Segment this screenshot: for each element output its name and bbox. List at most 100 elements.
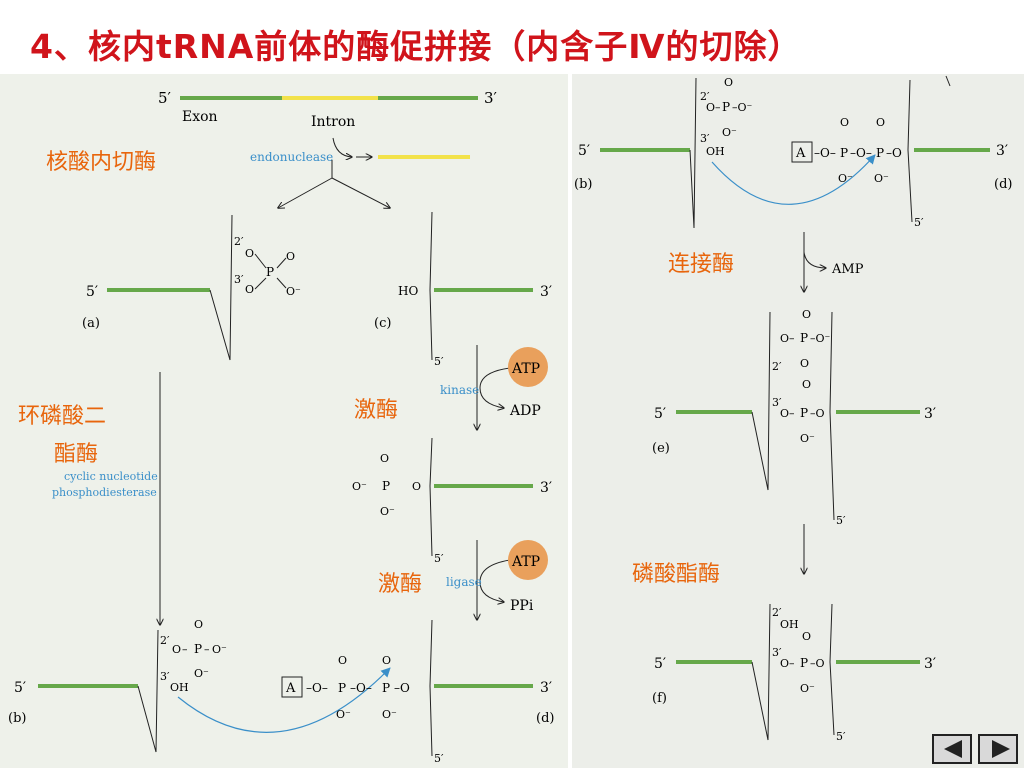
svg-text:5′: 5′ (14, 680, 26, 696)
svg-text:2′: 2′ (772, 606, 782, 619)
panel-a: 5′ (a) 2′ O 3′ O P O O⁻ (82, 214, 301, 361)
split-arrow-right (331, 177, 390, 208)
svg-text:5′: 5′ (914, 216, 924, 229)
svg-text:OH: OH (780, 618, 799, 631)
svg-text:3′: 3′ (700, 132, 710, 145)
svg-text:O: O (800, 357, 809, 370)
svg-text:O: O (382, 654, 391, 667)
svg-text:3′: 3′ (772, 396, 782, 409)
svg-text:O⁻: O⁻ (352, 480, 367, 493)
svg-text:O: O (840, 116, 849, 129)
kinase-cn-label: 激酶 (354, 398, 399, 423)
svg-text:P: P (800, 406, 808, 420)
svg-text:–O–: –O– (350, 681, 372, 695)
five-prime-top: 5′ (158, 89, 172, 107)
svg-text:–O: –O (810, 657, 825, 670)
svg-text:O⁻: O⁻ (380, 505, 395, 518)
svg-text:HO: HO (398, 284, 418, 298)
svg-text:O⁻: O⁻ (286, 285, 301, 298)
svg-text:O: O (245, 283, 254, 296)
svg-text:O⁻: O⁻ (722, 126, 737, 139)
svg-text:O⁻: O⁻ (336, 708, 351, 721)
svg-text:P: P (800, 331, 808, 345)
svg-text:O⁻: O⁻ (194, 667, 209, 680)
svg-text:O–: O– (780, 407, 795, 420)
svg-text:O–: O– (780, 657, 795, 670)
panel-e: 5′ (e) O O– P –O⁻ 2′ O O 3′ O– P –O O⁻ 3… (652, 308, 936, 527)
kinase-curve (479, 367, 511, 408)
prev-slide-button[interactable] (932, 734, 972, 764)
endonuclease-label: endonuclease (250, 150, 333, 164)
svg-text:O⁻: O⁻ (212, 643, 227, 656)
svg-text:P: P (194, 642, 202, 656)
svg-text:3′: 3′ (234, 273, 244, 286)
atp-circle-1 (508, 347, 548, 387)
svg-text:O: O (876, 116, 885, 129)
intron-label: Intron (311, 114, 355, 130)
svg-text:–O–: –O– (306, 681, 328, 695)
svg-text:3′: 3′ (540, 480, 552, 496)
svg-text:(c): (c) (374, 316, 391, 331)
exon-label: Exon (182, 109, 218, 125)
svg-text:–O: –O (886, 146, 902, 160)
prev-arrow-icon (944, 740, 962, 758)
svg-text:3′: 3′ (996, 143, 1008, 159)
svg-text:O: O (380, 452, 389, 465)
svg-text:O⁻: O⁻ (382, 708, 397, 721)
svg-text:P: P (382, 681, 390, 695)
ligase-curve (479, 559, 511, 602)
svg-text:5′: 5′ (434, 552, 444, 565)
svg-text:(b): (b) (574, 177, 592, 192)
svg-text:O–: O– (780, 332, 795, 345)
svg-text:P: P (840, 146, 848, 160)
svg-text:3′: 3′ (924, 406, 936, 422)
svg-text:3′: 3′ (160, 670, 170, 683)
svg-text:O: O (802, 308, 811, 321)
svg-text:OH: OH (170, 681, 189, 694)
svg-text:(f): (f) (652, 691, 667, 706)
svg-text:O: O (802, 378, 811, 391)
svg-text:OH: OH (706, 145, 725, 158)
svg-text:–O: –O (394, 681, 410, 695)
ligase2-cn-label: 连接酶 (668, 252, 735, 277)
atp-label-1: ATP (511, 361, 540, 377)
svg-text:5′: 5′ (434, 752, 444, 765)
endonuclease-cn-label: 核酸内切酶 (46, 150, 157, 175)
cpd-label-1: cyclic nucleotide (64, 470, 158, 483)
svg-text:2′: 2′ (700, 90, 710, 103)
svg-text:–O: –O (810, 407, 825, 420)
svg-text:P: P (338, 681, 346, 695)
slide-title: 4、核内tRNA前体的酶促拼接（内含子Ⅳ的切除） (30, 27, 802, 66)
svg-text:3′: 3′ (540, 284, 552, 300)
next-slide-button[interactable] (978, 734, 1018, 764)
svg-text:5′: 5′ (654, 406, 666, 422)
svg-text:(b): (b) (8, 711, 26, 726)
svg-text:(e): (e) (652, 441, 670, 456)
scan-panel-right (572, 74, 1024, 768)
svg-text:3′: 3′ (772, 646, 782, 659)
svg-text:3′: 3′ (924, 656, 936, 672)
svg-text:O: O (245, 247, 254, 260)
svg-text:O: O (338, 654, 347, 667)
svg-text:O: O (724, 76, 733, 89)
endonuclease-arrow (332, 137, 352, 157)
svg-text:O⁻: O⁻ (874, 172, 889, 185)
svg-text:O–: O– (706, 101, 721, 114)
svg-text:P: P (722, 100, 730, 114)
ppi-label: PPi (510, 598, 534, 614)
svg-text:O⁻: O⁻ (800, 682, 815, 695)
svg-text:P: P (266, 265, 274, 279)
kinase-label: kinase (440, 383, 479, 397)
svg-text:5′: 5′ (836, 730, 846, 743)
slide-title-bar: 4、核内tRNA前体的酶促拼接（内含子Ⅳ的切除） (0, 0, 1024, 74)
svg-text:–O⁻: –O⁻ (732, 101, 753, 114)
scan-panel-left (0, 74, 568, 768)
svg-text:–O–: –O– (814, 146, 836, 160)
svg-text:5′: 5′ (86, 284, 98, 300)
svg-text:O: O (172, 643, 181, 656)
svg-text:2′: 2′ (234, 235, 244, 248)
svg-text:A: A (795, 146, 806, 161)
svg-text:O: O (286, 250, 295, 263)
svg-text:5′: 5′ (434, 355, 444, 368)
svg-text:(d): (d) (536, 711, 554, 726)
